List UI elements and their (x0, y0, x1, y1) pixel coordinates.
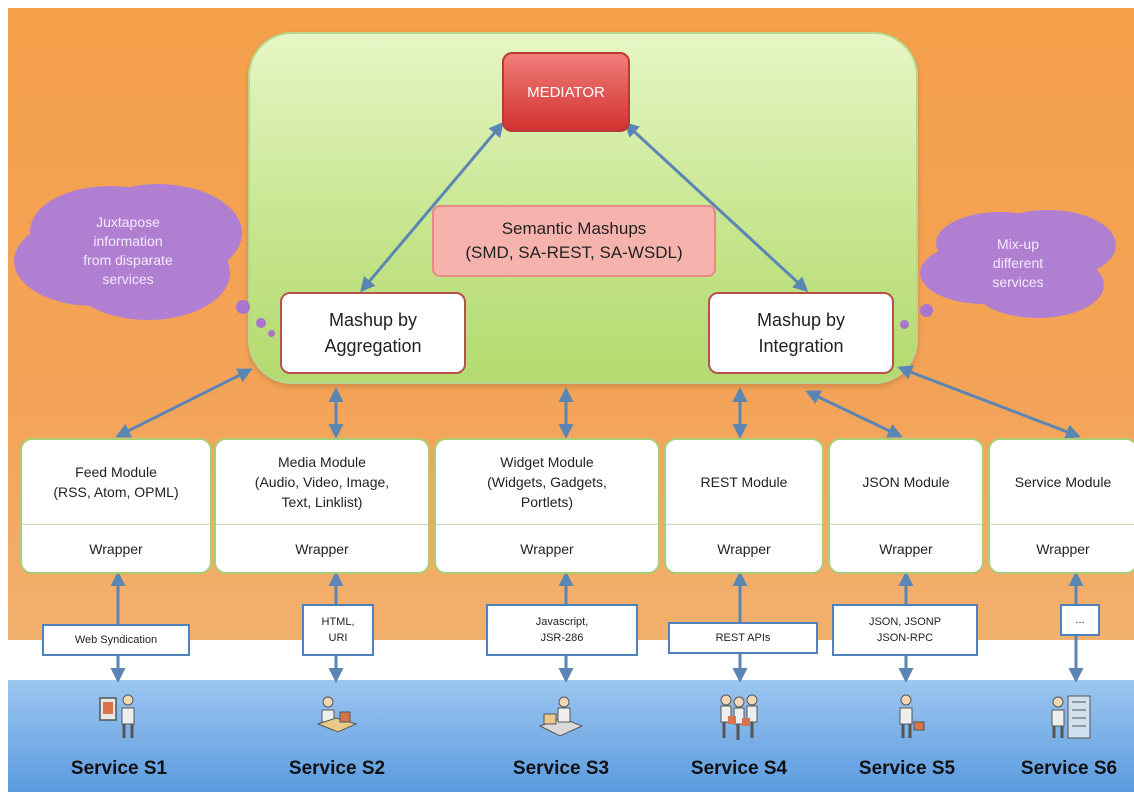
module-title: Media Module (278, 454, 366, 470)
service-label: Service S2 (288, 758, 386, 779)
workstation-icon (538, 696, 584, 737)
person-with-screen-icon (99, 694, 135, 738)
thought-bubble-dot (236, 300, 250, 314)
wrapper-label: Wrapper (436, 524, 658, 572)
cloud-left-line: Juxtapose (96, 214, 160, 230)
cloud-left-line: from disparate (83, 252, 173, 268)
service-label: Service S4 (690, 758, 788, 779)
integration-line1: Mashup by (756, 310, 846, 330)
widget-module: Widget Module (Widgets, Gadgets, Portlet… (434, 438, 660, 574)
protocol-line: JSON, JSONP (868, 616, 942, 628)
service-label: Service S5 (858, 758, 956, 779)
module-title: Widget Module (500, 454, 594, 470)
json-to-panel-arrow (805, 390, 903, 438)
wrapper-label: Wrapper (22, 524, 210, 572)
wrapper-label: Wrapper (216, 524, 428, 572)
protocol-html-uri: HTML, URI (302, 604, 374, 656)
aggregation-line2: Aggregation (324, 336, 422, 356)
service-label: Service S1 (70, 758, 168, 779)
cloud-right-line: different (992, 254, 1044, 271)
protocol-ellipsis: ... (1060, 604, 1100, 636)
person-with-briefcase-icon (899, 694, 925, 738)
protocol-line: JSON-RPC (876, 632, 934, 644)
feed-to-panel-arrow (115, 368, 253, 438)
protocol-line: URI (328, 632, 348, 644)
module-formats: Portlets) (520, 494, 574, 510)
mediator-label: MEDIATOR (527, 83, 605, 101)
json-module: JSON Module Wrapper (828, 438, 984, 574)
cloud-mixup: Mix-up different services (944, 222, 1092, 304)
module-title: REST Module (700, 474, 788, 490)
mashup-aggregation-box: Mashup by Aggregation (280, 292, 466, 374)
protocol-line: JSR-286 (540, 632, 584, 644)
module-title: Feed Module (75, 464, 157, 480)
mediator-integration-arrow (623, 121, 809, 293)
wrapper-label: Wrapper (666, 524, 822, 572)
protocol-line: Javascript, (535, 616, 589, 628)
group-of-people-icon (720, 694, 758, 740)
thought-bubble-dot (268, 330, 275, 337)
mediator-aggregation-arrow (360, 121, 504, 293)
service-label: Service S6 (1020, 758, 1118, 779)
module-title: Service Module (1014, 474, 1112, 490)
semantic-mashups-title: Semantic Mashups (501, 219, 647, 238)
module-formats: (RSS, Atom, OPML) (53, 484, 179, 500)
protocol-rest-apis: REST APIs (668, 622, 818, 654)
feed-module: Feed Module (RSS, Atom, OPML) Wrapper (20, 438, 212, 574)
module-formats: (Widgets, Gadgets, (487, 474, 607, 490)
cloud-juxtapose: Juxtapose information from disparate ser… (38, 196, 218, 306)
rest-module: REST Module Wrapper (664, 438, 824, 574)
protocol-line: REST APIs (715, 632, 771, 644)
service-to-panel-arrow (897, 365, 1081, 439)
thought-bubble-dot (920, 304, 933, 317)
cloud-left-line: services (102, 271, 154, 287)
semantic-mashups-box: Semantic Mashups (SMD, SA-REST, SA-WSDL) (432, 205, 716, 277)
wrapper-label: Wrapper (990, 524, 1134, 572)
service-label: Service S3 (512, 758, 610, 779)
module-formats: Text, Linklist) (281, 494, 363, 510)
protocol-javascript: Javascript, JSR-286 (486, 604, 638, 656)
thought-bubble-dot (900, 320, 909, 329)
module-title: JSON Module (862, 474, 950, 490)
person-with-server-icon (1051, 695, 1091, 739)
mashup-integration-box: Mashup by Integration (708, 292, 894, 374)
semantic-mashups-standards: (SMD, SA-REST, SA-WSDL) (465, 243, 683, 262)
protocol-line: HTML, (321, 616, 355, 628)
aggregation-line1: Mashup by (328, 310, 418, 330)
mediator-box: MEDIATOR (502, 52, 630, 132)
protocol-web-syndication: Web Syndication (42, 624, 190, 656)
person-at-desk-icon (316, 696, 358, 733)
module-formats: (Audio, Video, Image, (254, 474, 390, 490)
cloud-right-line: services (992, 273, 1044, 290)
cloud-left-line: information (93, 233, 163, 249)
thought-bubble-dot (256, 318, 266, 328)
protocol-line: Web Syndication (74, 634, 158, 646)
services-band (8, 680, 1134, 792)
service-module: Service Module Wrapper (988, 438, 1134, 574)
media-module: Media Module (Audio, Video, Image, Text,… (214, 438, 430, 574)
protocol-json: JSON, JSONP JSON-RPC (832, 604, 978, 656)
protocol-line: ... (1075, 614, 1085, 626)
cloud-right-line: Mix-up (996, 235, 1039, 252)
wrapper-label: Wrapper (830, 524, 982, 572)
integration-line2: Integration (758, 336, 844, 356)
